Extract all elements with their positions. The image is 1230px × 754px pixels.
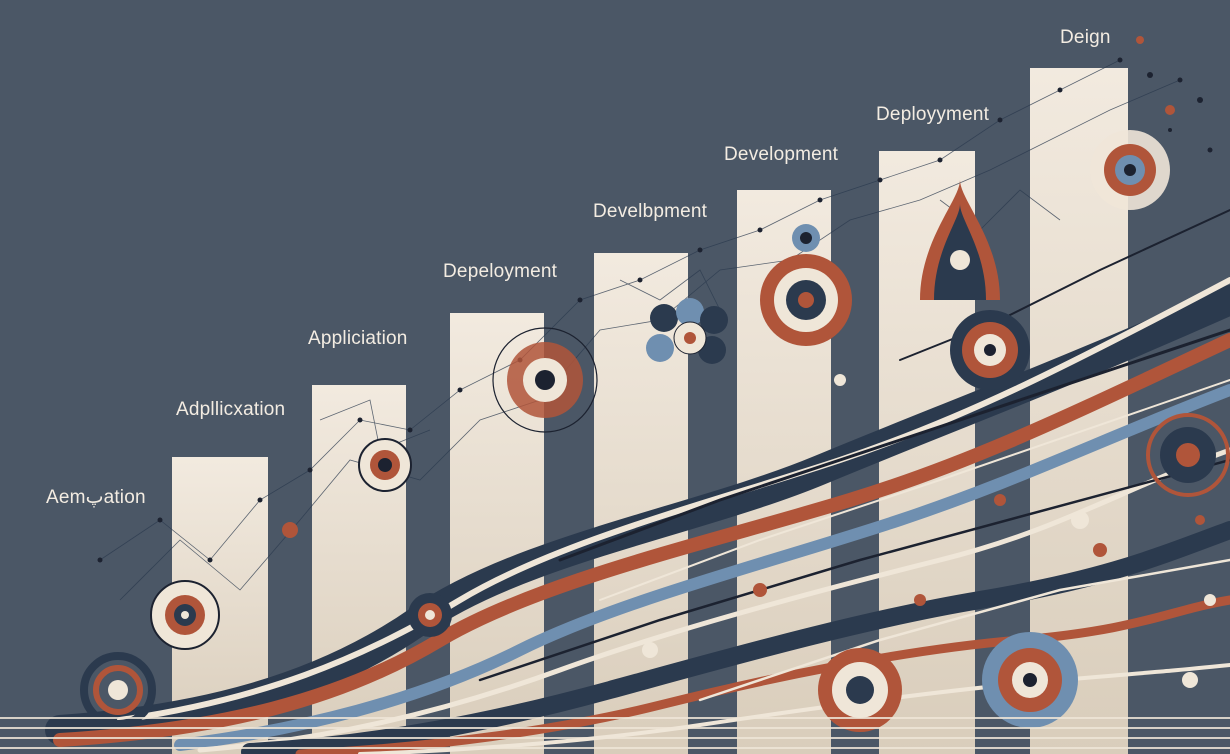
gear-cluster-6 (950, 310, 1030, 390)
swirl-left (80, 652, 156, 728)
floor-lines (0, 717, 1230, 749)
step-label-5: Develbpment (593, 201, 708, 222)
gear-cluster-1 (150, 580, 220, 650)
gear-cluster-5 (760, 224, 852, 346)
gear-cluster-4 (646, 298, 728, 364)
gear-cluster-11 (408, 593, 452, 637)
accent-dots-light (642, 374, 1216, 688)
step-label-2: Adpllicxation (176, 399, 286, 420)
gear-cluster-7 (1090, 130, 1170, 210)
gear-cluster-3 (492, 327, 598, 433)
step-label-3: Appliciation (308, 328, 408, 349)
step-label-4: Depeloyment (443, 261, 558, 282)
gear-cluster-9 (818, 648, 902, 732)
gear-cluster-8 (1146, 413, 1230, 497)
gear-cluster-10 (982, 632, 1078, 728)
gear-clusters (80, 36, 1230, 732)
step-label-6: Development (724, 144, 839, 165)
gear-cluster-12 (920, 180, 1000, 300)
step-label-1: Aemپation (46, 487, 146, 508)
accent-dots (282, 36, 1205, 606)
step-label-8: Deign (1060, 27, 1111, 48)
step-label-7: Deployyment (876, 104, 990, 125)
gear-cluster-2 (358, 438, 412, 492)
